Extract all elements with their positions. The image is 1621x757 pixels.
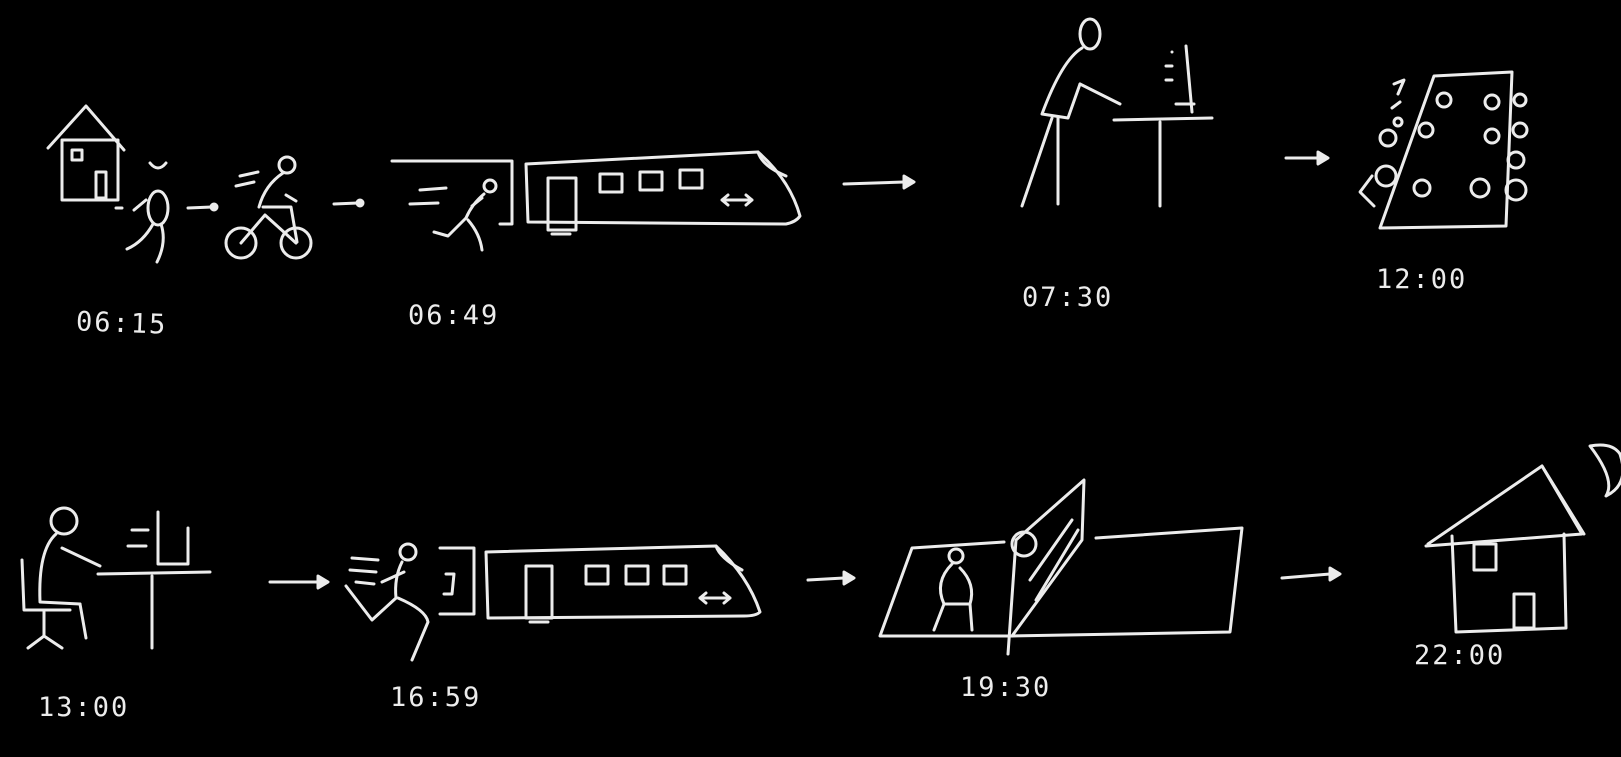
house-morning-icon xyxy=(48,106,124,200)
time-label: 07:30 xyxy=(1022,282,1113,313)
lunch-table-icon xyxy=(1360,72,1527,228)
arrow-icon xyxy=(844,176,914,188)
time-label: 06:49 xyxy=(408,300,499,331)
time-label: 22:00 xyxy=(1414,640,1505,671)
station-platform-icon xyxy=(440,548,474,614)
train-icon xyxy=(486,546,760,622)
house-night-icon xyxy=(1426,466,1584,632)
time-label: 19:30 xyxy=(960,672,1051,703)
time-label: 06:15 xyxy=(75,306,167,340)
running-person-icon xyxy=(346,544,428,660)
time-label: 12:00 xyxy=(1376,264,1467,295)
station-platform-icon xyxy=(392,161,512,224)
standing-desk-worker-icon xyxy=(1022,19,1212,206)
arrow-icon xyxy=(188,204,217,210)
time-label: 16:59 xyxy=(390,682,481,713)
moon-icon xyxy=(1590,445,1621,496)
sports-court-icon xyxy=(880,480,1242,654)
running-person-icon xyxy=(410,180,496,250)
cyclist-icon xyxy=(226,157,311,258)
arrow-icon xyxy=(1282,568,1340,580)
arrow-icon xyxy=(270,576,328,588)
person-walking-icon xyxy=(116,163,168,262)
time-label: 13:00 xyxy=(38,692,129,723)
arrow-icon xyxy=(1286,152,1328,164)
arrow-icon xyxy=(334,200,363,206)
seated-desk-worker-icon xyxy=(22,508,210,648)
arrow-icon xyxy=(808,572,854,584)
train-icon xyxy=(526,152,800,234)
